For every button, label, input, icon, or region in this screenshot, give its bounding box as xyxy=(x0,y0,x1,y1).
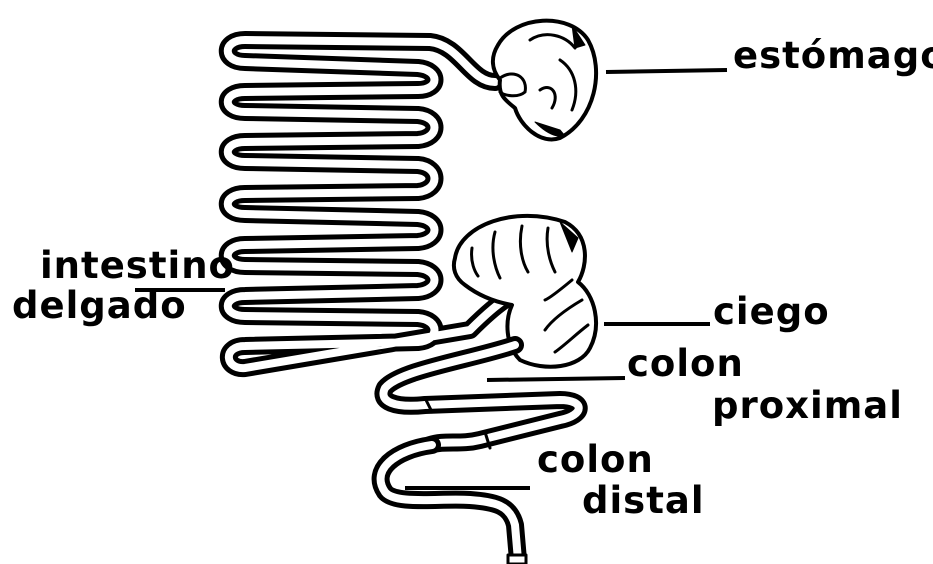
label-proximal-colon-line1: colon xyxy=(627,344,744,384)
label-cecum: ciego xyxy=(713,292,830,332)
label-small-intestine-line1: intestino xyxy=(40,246,235,286)
label-distal-colon-line1: colon xyxy=(537,440,654,480)
label-small-intestine-line2: delgado xyxy=(12,286,187,326)
label-distal-colon-line2: distal xyxy=(582,481,705,521)
label-proximal-colon-line2: proximal xyxy=(712,386,903,426)
label-stomach: estómago xyxy=(733,36,933,76)
small-intestine-drawing xyxy=(228,40,545,368)
stomach-drawing xyxy=(493,21,596,140)
proximal-colon-leader xyxy=(487,378,625,380)
cecum-drawing xyxy=(454,216,596,367)
stomach-leader xyxy=(606,70,727,72)
distal-colon-drawing xyxy=(381,445,526,564)
